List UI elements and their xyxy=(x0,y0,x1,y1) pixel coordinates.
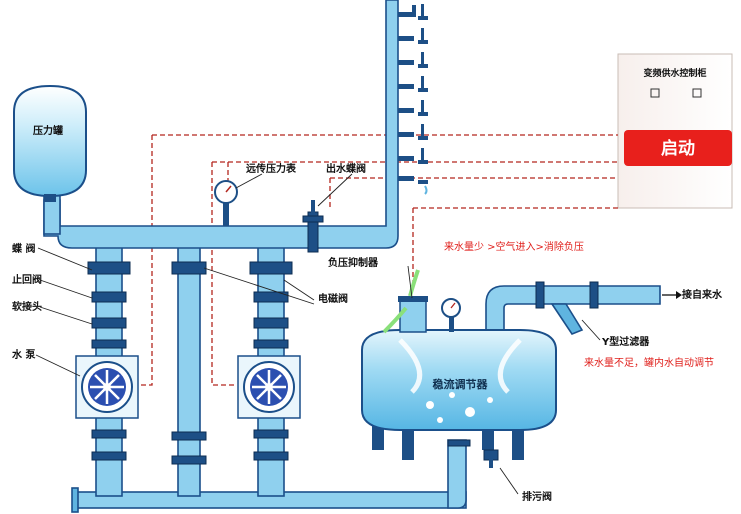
valve-stack-3 xyxy=(249,261,293,461)
outlet-valve-label: 出水蝶阀 xyxy=(326,162,366,175)
faucet xyxy=(398,148,428,164)
inlet-arrow-head xyxy=(676,291,682,299)
faucet xyxy=(398,124,428,140)
remote-gauge-label: 远传压力表 xyxy=(246,162,297,175)
faucet xyxy=(398,28,428,44)
negative-pressure-suppressor xyxy=(382,269,428,334)
butterfly-valve-label: 蝶 阀 xyxy=(12,242,35,255)
water-pump-2 xyxy=(237,355,301,419)
start-button[interactable]: 启动 xyxy=(624,130,732,166)
water-pump-1 xyxy=(75,355,139,419)
start-button-label[interactable]: 启动 xyxy=(661,138,695,159)
faucet xyxy=(398,4,428,20)
check-valve-label: 止回阀 xyxy=(12,273,42,286)
stabilizer-tank-label: 稳流调节器 xyxy=(433,377,489,391)
valve-stack-1 xyxy=(87,261,131,461)
drain-valve xyxy=(447,439,499,468)
faucet xyxy=(398,52,428,68)
control-cabinet: 变频供水控制柜 启动 xyxy=(617,53,733,209)
pressure-tank: 压力罐 xyxy=(13,84,87,202)
bottom-header-pipe xyxy=(71,439,467,513)
faucet xyxy=(398,76,428,92)
outlet-butterfly-valve xyxy=(302,200,324,253)
faucets xyxy=(398,4,428,195)
cabinet-title: 变频供水控制柜 xyxy=(643,67,706,79)
auto-adjust-note: 来水量不足，罐内水自动调节 xyxy=(584,356,714,369)
notes: 来水量少 >空气进入>消除负压 来水量不足，罐内水自动调节 xyxy=(444,240,714,369)
stabilizer-tank: 稳流调节器 xyxy=(361,329,557,460)
component-labels: 蝶 阀 止回阀 软接头 水 泵 远传压力表 出水蝶阀 负压抑制器 电磁阀 Y型过… xyxy=(11,162,723,503)
solenoid-valve-label: 电磁阀 xyxy=(318,292,348,305)
water-pump-label: 水 泵 xyxy=(11,348,36,361)
faucet xyxy=(398,176,428,195)
inlet-pipe xyxy=(485,281,661,335)
valve-stack-2 xyxy=(171,261,207,465)
air-note: 来水量少 >空气进入>消除负压 xyxy=(444,240,584,253)
indicator-light-left xyxy=(650,88,660,98)
negative-pressure-suppressor-label: 负压抑制器 xyxy=(328,256,379,269)
y-filter-label: Y型过滤器 xyxy=(601,335,650,348)
remote-pressure-gauge xyxy=(214,180,238,226)
inlet-label: 接自来水 xyxy=(682,288,723,301)
soft-joint-label: 软接头 xyxy=(12,300,42,313)
drain-valve-label: 排污阀 xyxy=(522,490,552,503)
faucet xyxy=(398,100,428,116)
tank-pressure-gauge xyxy=(441,298,461,332)
indicator-light-right xyxy=(692,88,702,98)
pressure-tank-label: 压力罐 xyxy=(33,124,63,137)
leader-lines xyxy=(35,173,601,495)
top-header-pipe xyxy=(43,0,399,249)
